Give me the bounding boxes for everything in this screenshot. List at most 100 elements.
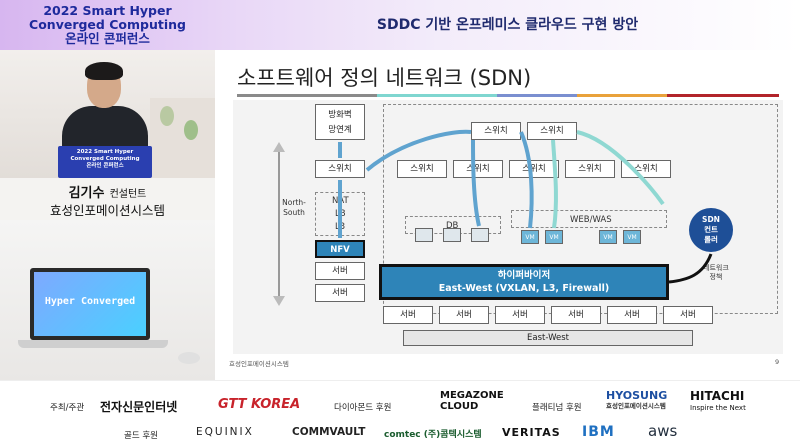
hyosung-line1: HYOSUNG [606, 389, 668, 402]
laptop-screen: Hyper Converged [30, 268, 150, 340]
bottom-server-6: 서버 [663, 306, 713, 324]
platinum-label: 플래티넘 후원 [532, 403, 582, 413]
north-south-arrow-head-down [273, 296, 285, 306]
network-policy-line1: 네트워크 [703, 264, 729, 272]
flow-arrow-blue [365, 129, 472, 172]
laptop-screen-text: Hyper Converged [44, 296, 136, 307]
hitachi-line2: Inspire the Next [690, 404, 746, 412]
speaker-name-line: 김기수 컨설턴트 [0, 182, 215, 201]
hypervisor-label: 하이퍼바이저 [497, 270, 551, 281]
network-policy-line2: 정책 [709, 273, 723, 281]
vm-cube: VM [545, 230, 563, 244]
top-switch-1: 스위치 [471, 122, 521, 140]
presentation-slide: 소프트웨어 정의 네트워크 (SDN) 방화벽 망연계 스위치 NAT LB L… [215, 50, 800, 380]
diamond-label: 다이아몬드 후원 [334, 403, 392, 413]
flow-arrow-blue [471, 139, 481, 227]
mid-switch-3: 스위치 [509, 160, 559, 178]
bottom-server-1: 서버 [383, 306, 433, 324]
vm-cube: VM [521, 230, 539, 244]
flow-arrows [273, 129, 713, 306]
gold-logo-aws: aws [648, 422, 678, 440]
platinum-logo-hitachi: HITACHI Inspire the Next [690, 390, 746, 414]
podium-sign: 2022 Smart Hyper Converged Computing 온라인… [58, 146, 152, 178]
conference-title-line2: Converged Computing [29, 17, 186, 32]
speaker-caption: 김기수 컨설턴트 효성인포메이션시스템 [0, 178, 215, 220]
north-south-arrow-head-up [273, 142, 285, 152]
bottom-server-4: 서버 [551, 306, 601, 324]
east-west-detail-label: East-West (VXLAN, L3, Firewall) [438, 283, 610, 294]
gold-logo-veritas: VERITAS [502, 426, 561, 439]
bottom-server-2: 서버 [439, 306, 489, 324]
host-label: 주최/주관 [50, 403, 85, 413]
flow-arrow-teal [576, 130, 665, 206]
firewall-label-2: 망연계 [328, 125, 352, 135]
top-switch-2: 스위치 [527, 122, 577, 140]
web-was-label: WEB/WAS [570, 215, 612, 225]
hyosung-line2: 효성인포메이션시스템 [606, 402, 666, 410]
vm-cube: VM [623, 230, 641, 244]
web-was-group: WEB/WAS [511, 210, 667, 228]
slide-title: 소프트웨어 정의 네트워크 (SDN) [237, 66, 532, 90]
slide-page-number: 9 [775, 358, 780, 366]
gold-logo-equinix: EQUINIX [196, 426, 254, 438]
plant-icon [160, 106, 174, 126]
network-policy-label: 네트워크 정책 [703, 264, 729, 282]
platinum-logo-hyosung: HYOSUNG 효성인포메이션시스템 [606, 390, 667, 412]
title-underline-gray [237, 94, 377, 97]
db-cube [471, 228, 489, 242]
sdn-label-1: SDN [702, 215, 720, 224]
left-server-1: 서버 [315, 262, 365, 280]
megazone-line1: MEGAZONE [440, 390, 504, 401]
left-switch-box: 스위치 [315, 160, 365, 178]
nfv-box: NFV [315, 240, 365, 258]
db-cube [415, 228, 433, 242]
speaker-hair [85, 62, 123, 80]
mid-switch-5: 스위치 [621, 160, 671, 178]
gold-logo-ibm: IBM [582, 424, 615, 440]
flow-arrow-teal [551, 139, 558, 229]
bottom-server-5: 서버 [607, 306, 657, 324]
hypervisor-box: 하이퍼바이저 East-West (VXLAN, L3, Firewall) [379, 264, 669, 300]
db-label: DB [446, 221, 459, 231]
firewall-box: 방화벽 망연계 [315, 104, 365, 140]
hitachi-line1: HITACHI [690, 389, 745, 403]
mouse-icon [178, 352, 200, 364]
laptop-illustration: Hyper Converged [0, 220, 215, 380]
sdn-label-2: 컨트 [704, 225, 718, 234]
speaker-role: 컨설턴트 [109, 189, 147, 200]
sdn-label-3: 롤러 [704, 235, 718, 244]
laptop-base [18, 340, 168, 348]
title-underline-teal [377, 94, 497, 97]
conference-title-line3: 온라인 콘퍼런스 [65, 31, 150, 46]
db-cube [443, 228, 461, 242]
speaker-panel: 2022 Smart Hyper Converged Computing 온라인… [0, 50, 215, 380]
plant-icon [184, 120, 198, 140]
conference-title-line1: 2022 Smart Hyper [43, 3, 172, 18]
gold-label: 골드 후원 [124, 431, 158, 441]
title-underline-red [667, 94, 779, 97]
sdn-diagram: 방화벽 망연계 스위치 NAT LB L3 NFV 서버 서버 North-So… [233, 100, 783, 354]
background-shelf [150, 98, 215, 178]
diamond-logo-megazone: MEGAZONE CLOUD [440, 390, 504, 412]
session-title: SDDC 기반 온프레미스 클라우드 구현 방안 [376, 17, 639, 33]
north-south-label: North-South [282, 198, 306, 217]
sdn-controller-circle: SDN 컨트 롤러 [689, 208, 733, 252]
title-underline-blue [497, 94, 577, 97]
slide-footer-org: 효성인포메이션시스템 [229, 360, 289, 368]
mid-switch-1: 스위치 [397, 160, 447, 178]
conference-title: 2022 Smart Hyper Converged Computing 온라인… [0, 4, 215, 46]
policy-arrow [668, 253, 713, 284]
speaker-organization: 효성인포메이션시스템 [49, 203, 165, 218]
firewall-label-1: 방화벽 [328, 110, 352, 120]
podium-line3: 온라인 콘퍼런스 [86, 163, 124, 169]
conference-header: 2022 Smart Hyper Converged Computing 온라인… [0, 0, 800, 50]
mid-switch-4: 스위치 [565, 160, 615, 178]
flow-arrow-blue [519, 131, 534, 229]
gold-logo-commvault: COMMVAULT [292, 426, 366, 438]
megazone-line2: CLOUD [440, 401, 479, 412]
bottom-server-3: 서버 [495, 306, 545, 324]
speaker-video: 2022 Smart Hyper Converged Computing 온라인… [0, 50, 215, 178]
host-logo-etnews: 전자신문인터넷 [100, 400, 178, 414]
podium-line1: 2022 Smart Hyper [76, 149, 134, 155]
host-logo-gtt: GTT KOREA [218, 397, 301, 412]
